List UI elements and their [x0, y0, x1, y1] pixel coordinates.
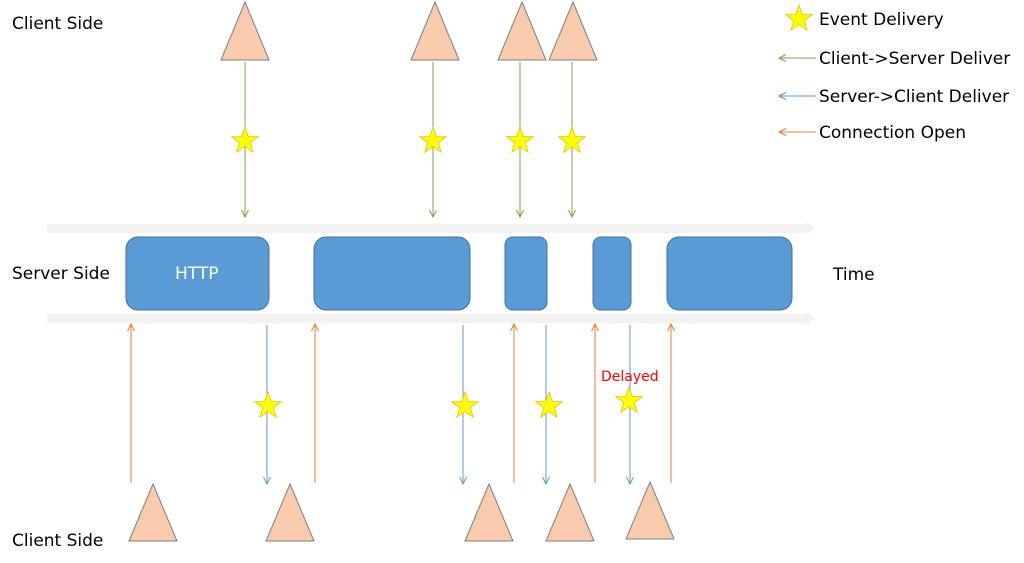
client-triangle-bottom-1: [128, 482, 178, 542]
legend-event-delivery: Event Delivery: [819, 10, 944, 30]
client-side-bottom-label: Client Side: [12, 531, 103, 551]
top-event-stars: [230, 125, 587, 154]
timeline-lower-band: [47, 314, 807, 323]
client-triangle-bottom-4: [545, 482, 595, 542]
orange-arrowhead-1: [127, 322, 135, 332]
server-connections: HTTP: [125, 236, 793, 311]
bottom-clients: [128, 480, 675, 542]
star-icon: [534, 390, 564, 419]
time-label: Time: [832, 265, 875, 285]
star-icon: [505, 125, 535, 154]
blue-arrowhead-1: [263, 476, 271, 486]
star-icon: [253, 390, 283, 419]
legend-green-arrowhead: [777, 54, 787, 62]
bottom-event-stars: [253, 385, 644, 419]
star-icon: [230, 125, 260, 154]
legend-star-icon: [784, 3, 814, 32]
server-side-label: Server Side: [12, 264, 110, 284]
server-box-http: [125, 236, 270, 311]
legend-blue-arrowhead: [777, 92, 787, 100]
client-triangle-top-4: [548, 0, 598, 61]
client-triangle-top-2: [410, 0, 460, 61]
legend-client-to-server: Client->Server Deliver: [819, 49, 1010, 69]
legend-server-to-client: Server->Client Deliver: [819, 87, 1009, 107]
green-arrowhead-2: [429, 209, 437, 219]
timeline-lower-arrowhead: [807, 312, 815, 325]
star-icon: [614, 385, 644, 414]
green-arrowhead-4: [568, 209, 576, 219]
orange-arrowhead-3: [510, 322, 518, 332]
client-side-top-label: Client Side: [12, 14, 103, 34]
client-triangle-bottom-5: [625, 480, 675, 540]
http-label: HTTP: [175, 264, 219, 284]
blue-arrowhead-2: [459, 476, 467, 486]
client-triangle-top-1: [220, 0, 270, 61]
server-timeline: [47, 222, 815, 325]
top-clients: [220, 0, 598, 61]
orange-arrowhead-5: [667, 322, 675, 332]
legend: Event Delivery Client->Server Deliver Se…: [777, 3, 1010, 143]
legend-orange-arrowhead: [777, 128, 787, 136]
green-arrowhead-1: [241, 209, 249, 219]
server-box-3: [504, 236, 548, 311]
delayed-label: Delayed: [601, 369, 659, 385]
client-triangle-bottom-2: [265, 482, 315, 542]
server-box-4: [592, 236, 632, 311]
client-triangle-top-3: [497, 0, 547, 61]
server-to-client-arrows: [263, 325, 634, 486]
server-box-2: [313, 236, 471, 311]
star-icon: [557, 125, 587, 154]
star-icon: [450, 390, 480, 419]
green-arrowhead-3: [516, 209, 524, 219]
connection-open-arrows: [127, 322, 675, 483]
server-box-5: [666, 236, 793, 311]
blue-arrowhead-3: [542, 476, 550, 486]
legend-connection-open: Connection Open: [819, 123, 966, 143]
orange-arrowhead-2: [311, 322, 319, 332]
orange-arrowhead-4: [591, 322, 599, 332]
client-triangle-bottom-3: [464, 482, 514, 542]
star-icon: [418, 125, 448, 154]
timeline-upper-band: [47, 224, 807, 233]
timeline-upper-arrowhead: [807, 222, 815, 235]
blue-arrowhead-4: [626, 476, 634, 486]
